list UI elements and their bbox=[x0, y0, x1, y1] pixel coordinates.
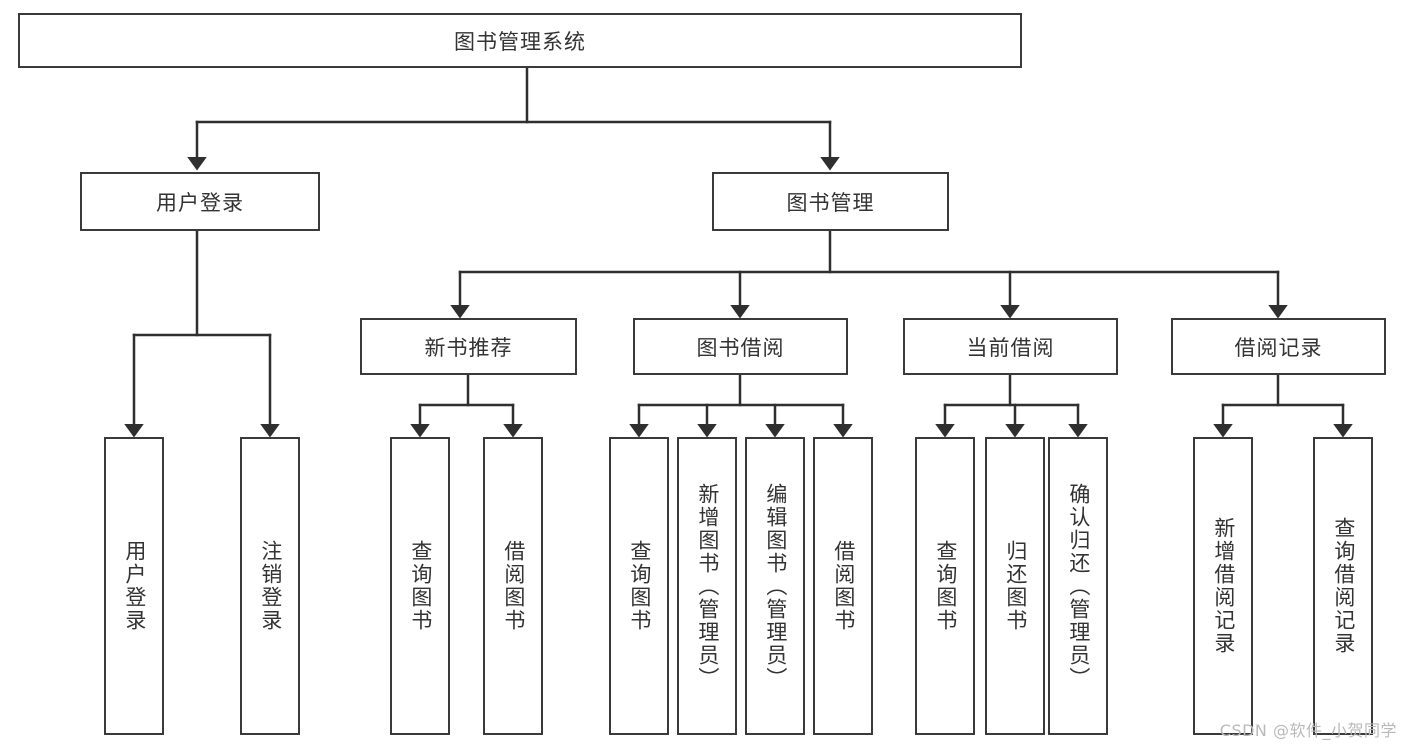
leaf-label: 查询图书 bbox=[627, 540, 652, 632]
leaf-label: 确认归还（管理员） bbox=[1066, 482, 1091, 690]
leaf-label: 注销登录 bbox=[258, 540, 283, 632]
node-user-login[interactable]: 用户登录 bbox=[80, 172, 320, 231]
leaf-label: 新增借阅记录 bbox=[1211, 517, 1236, 655]
node-current-borrow[interactable]: 当前借阅 bbox=[903, 318, 1118, 375]
leaf-label: 查询借阅记录 bbox=[1331, 517, 1356, 655]
leaf-user-login-login[interactable]: 用户登录 bbox=[104, 437, 164, 735]
leaf-current-confirm-return[interactable]: 确认归还（管理员） bbox=[1048, 437, 1108, 735]
leaf-label: 查询图书 bbox=[408, 540, 433, 632]
leaf-label: 新增图书（管理员） bbox=[695, 482, 720, 690]
leaf-label: 用户登录 bbox=[122, 540, 147, 632]
leaf-label: 借阅图书 bbox=[831, 540, 856, 632]
leaf-borrow-add-book[interactable]: 新增图书（管理员） bbox=[677, 437, 737, 735]
leaf-label: 借阅图书 bbox=[501, 540, 526, 632]
node-book-borrow[interactable]: 图书借阅 bbox=[633, 318, 848, 375]
leaf-record-add-record[interactable]: 新增借阅记录 bbox=[1193, 437, 1253, 735]
node-borrow-record[interactable]: 借阅记录 bbox=[1171, 318, 1386, 375]
node-book-management[interactable]: 图书管理 bbox=[712, 172, 949, 231]
node-new-book-recommend[interactable]: 新书推荐 bbox=[360, 318, 577, 375]
leaf-user-login-logout[interactable]: 注销登录 bbox=[240, 437, 300, 735]
leaf-new-book-query[interactable]: 查询图书 bbox=[390, 437, 450, 735]
leaf-record-query-record[interactable]: 查询借阅记录 bbox=[1313, 437, 1373, 735]
leaf-label: 归还图书 bbox=[1003, 540, 1028, 632]
node-root[interactable]: 图书管理系统 bbox=[18, 13, 1022, 68]
leaf-borrow-edit-book[interactable]: 编辑图书（管理员） bbox=[745, 437, 805, 735]
leaf-new-book-borrow[interactable]: 借阅图书 bbox=[483, 437, 543, 735]
watermark: CSDN @软件_小贺同学 bbox=[1219, 721, 1397, 740]
leaf-borrow-query-book[interactable]: 查询图书 bbox=[609, 437, 669, 735]
leaf-current-query-book[interactable]: 查询图书 bbox=[915, 437, 975, 735]
leaf-current-return-book[interactable]: 归还图书 bbox=[985, 437, 1045, 735]
leaf-label: 查询图书 bbox=[933, 540, 958, 632]
leaf-label: 编辑图书（管理员） bbox=[763, 482, 788, 690]
leaf-borrow-borrow-book[interactable]: 借阅图书 bbox=[813, 437, 873, 735]
